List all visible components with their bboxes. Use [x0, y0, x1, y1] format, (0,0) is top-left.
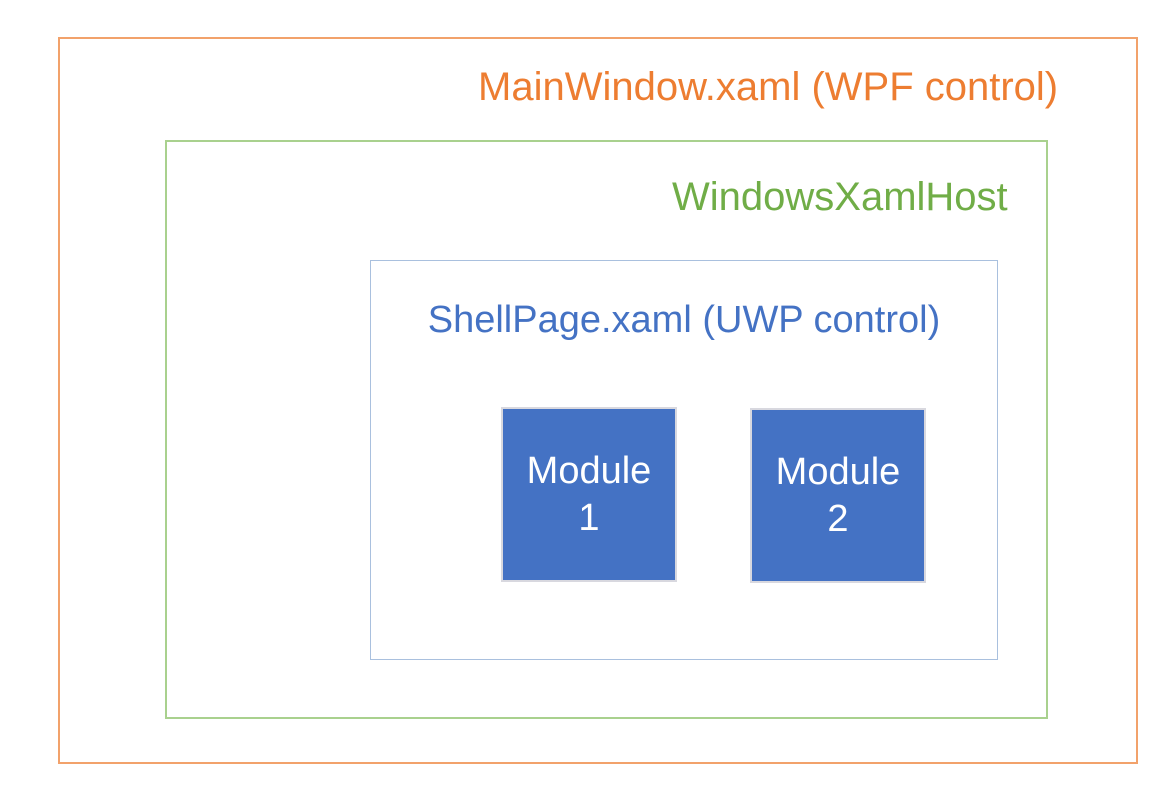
mainwindow-box: MainWindow.xaml (WPF control) WindowsXam… — [58, 37, 1138, 764]
windowsxamlhost-box: WindowsXamlHost ShellPage.xaml (UWP cont… — [165, 140, 1048, 719]
shellpage-box: ShellPage.xaml (UWP control) Module 1 Mo… — [370, 260, 998, 660]
module-1-box: Module 1 — [501, 407, 677, 582]
module-1-label-line2: 1 — [578, 496, 600, 539]
windowsxamlhost-label: WindowsXamlHost — [672, 175, 1008, 219]
module-1-label-line1: Module — [526, 449, 652, 492]
mainwindow-label: MainWindow.xaml (WPF control) — [478, 65, 1059, 109]
module-2-label-line2: 2 — [827, 497, 849, 540]
module-2-box: Module 2 — [750, 408, 926, 583]
shellpage-label: ShellPage.xaml (UWP control) — [427, 299, 941, 341]
module-2-label-line1: Module — [775, 450, 901, 493]
